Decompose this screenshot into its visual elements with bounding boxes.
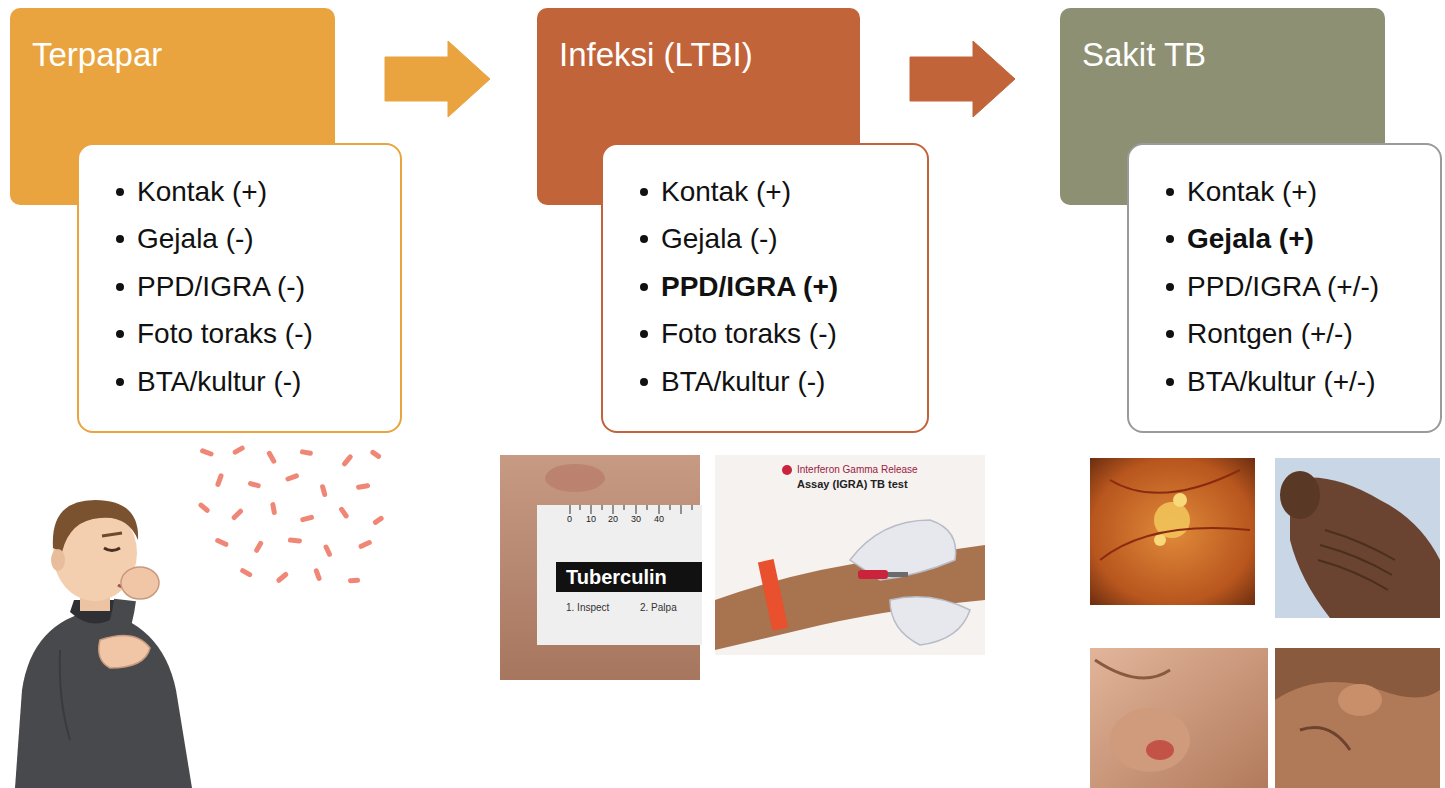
criteria-box: Kontak (+) Gejala (-) PPD/IGRA (-) Foto tor… (77, 143, 402, 433)
bullet-row: Foto toraks (-) (603, 311, 927, 359)
bullet-row: BTA/kultur (-) (603, 358, 927, 406)
bullet-dot (1166, 188, 1174, 196)
photo-text: Tuberculin (566, 566, 667, 588)
tuberculin-photo (500, 455, 702, 680)
bullet-dot (640, 283, 648, 291)
criterion-text: PPD/IGRA (+) (661, 270, 838, 304)
retina-photo (1090, 458, 1255, 605)
bullet-row: PPD/IGRA (-) (79, 263, 400, 311)
bullet-row: Gejala (-) (79, 216, 400, 264)
criterion-text: Gejala (-) (661, 222, 778, 256)
photo-text: 0 (567, 515, 572, 525)
criterion-text: Kontak (+) (1187, 175, 1317, 209)
bullet-row: Gejala (-) (603, 216, 927, 264)
bullet-dot (1166, 235, 1174, 243)
criteria-box: Kontak (+) Gejala (+) PPD/IGRA (+/-) Rontge… (1127, 143, 1442, 433)
photo-text: 10 (586, 515, 596, 525)
bullet-dot (116, 188, 124, 196)
criterion-text: Gejala (+) (1187, 222, 1314, 256)
block-arrow (385, 41, 490, 117)
igra-photo (715, 455, 985, 655)
bullet-dot (640, 188, 648, 196)
wasting-child-photo (1275, 458, 1440, 618)
bullet-dot (640, 235, 648, 243)
photo-text: 2. Palpa (640, 602, 677, 613)
bullet-dot (1166, 330, 1174, 338)
spondylitis-photo (1275, 648, 1440, 788)
bullet-row: PPD/IGRA (+/-) (1129, 263, 1440, 311)
photo-text: 30 (631, 515, 641, 525)
bullet-row: Rontgen (+/-) (1129, 311, 1440, 359)
photo-text: Interferon Gamma Release (797, 464, 918, 475)
block-arrow (910, 41, 1015, 117)
stage-title: Sakit TB (1082, 35, 1206, 75)
bacteria-spray (197, 445, 384, 584)
criterion-text: Foto toraks (-) (661, 317, 837, 351)
bullet-dot (1166, 378, 1174, 386)
bullet-row: Gejala (+) (1129, 216, 1440, 264)
stage-title: Terpapar (32, 35, 162, 75)
bullet-row: PPD/IGRA (+) (603, 263, 927, 311)
bullet-row: Kontak (+) (603, 168, 927, 216)
photo-text: 20 (608, 515, 618, 525)
photo-text: Assay (IGRA) TB test (797, 478, 908, 490)
bullet-row: Kontak (+) (1129, 168, 1440, 216)
criterion-text: BTA/kultur (-) (661, 365, 825, 399)
photo-text: 40 (654, 515, 664, 525)
criterion-text: Kontak (+) (661, 175, 791, 209)
bullet-row: Kontak (+) (79, 168, 400, 216)
criteria-box: Kontak (+) Gejala (-) PPD/IGRA (+) Foto tor… (601, 143, 929, 433)
criterion-text: PPD/IGRA (-) (137, 270, 305, 304)
bullet-dot (116, 283, 124, 291)
bullet-row: BTA/kultur (+/-) (1129, 358, 1440, 406)
criterion-text: Foto toraks (-) (137, 317, 313, 351)
bullet-dot (116, 235, 124, 243)
bullet-dot (640, 330, 648, 338)
lymphadenitis-photo (1090, 648, 1268, 788)
criterion-text: Gejala (-) (137, 222, 254, 256)
bullet-dot (116, 330, 124, 338)
bullet-dot (116, 378, 124, 386)
bullet-row: Foto toraks (-) (79, 311, 400, 359)
criterion-text: Rontgen (+/-) (1187, 317, 1353, 351)
bullet-dot (1166, 283, 1174, 291)
criterion-text: PPD/IGRA (+/-) (1187, 270, 1379, 304)
criterion-text: BTA/kultur (+/-) (1187, 365, 1376, 399)
photo-text: 1. Inspect (566, 602, 609, 613)
coughing-man-illustration (15, 500, 192, 788)
bullet-dot (640, 378, 648, 386)
bullet-row: BTA/kultur (-) (79, 358, 400, 406)
criterion-text: Kontak (+) (137, 175, 267, 209)
stage-title: Infeksi (LTBI) (559, 35, 753, 75)
criterion-text: BTA/kultur (-) (137, 365, 301, 399)
